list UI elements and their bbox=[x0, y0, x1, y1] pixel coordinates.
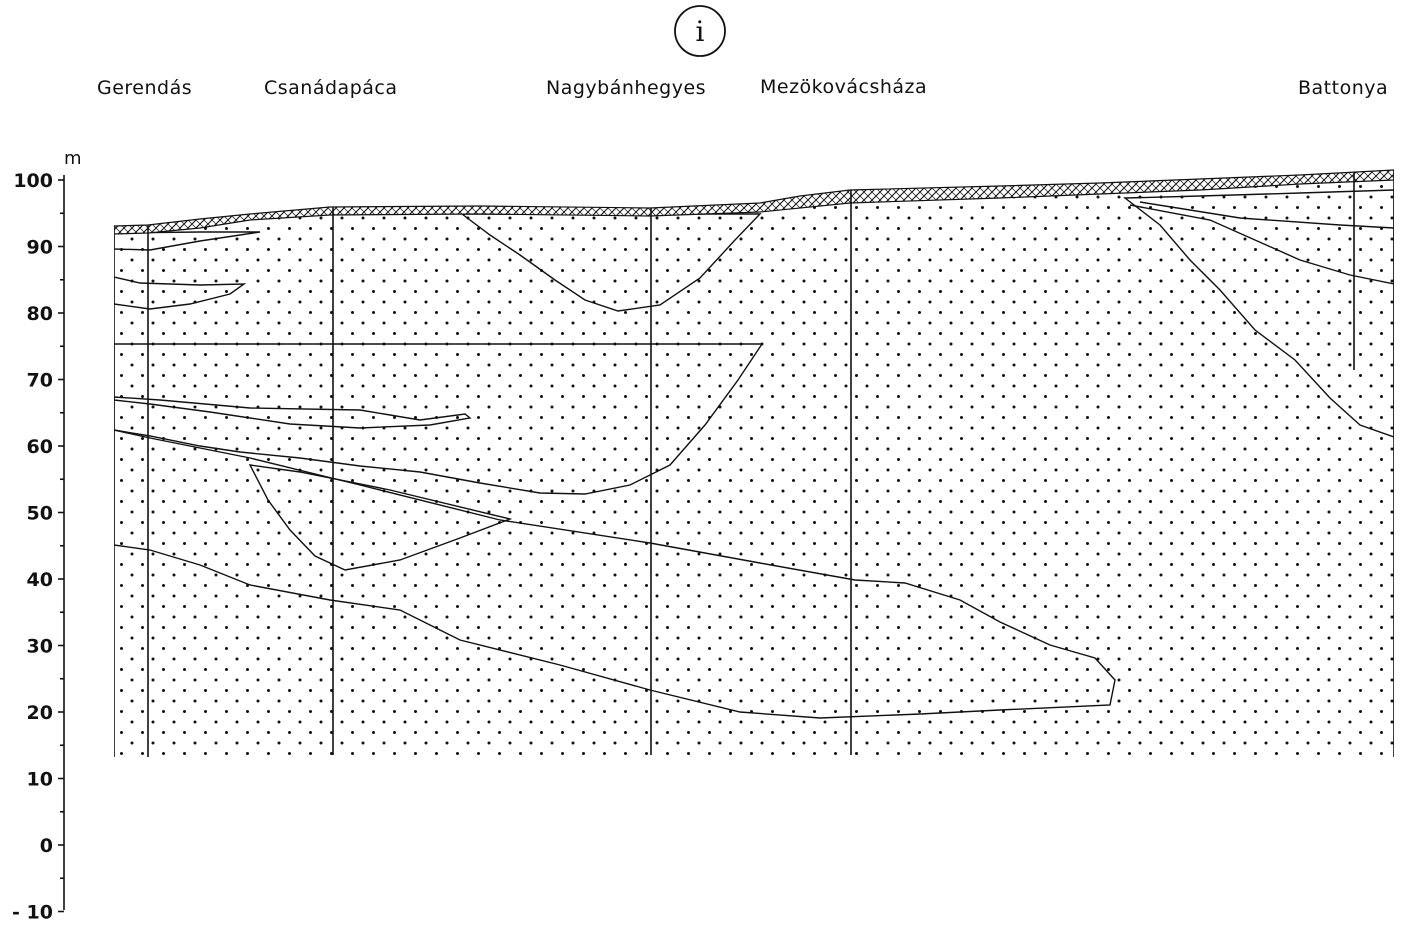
axis-tick-label: 80 bbox=[27, 303, 53, 325]
axis-tick-label: 70 bbox=[27, 370, 53, 392]
badge-letter: i bbox=[696, 15, 705, 48]
axis-tick-label: 90 bbox=[27, 237, 53, 259]
place-labels: Gerendás Csanádapáca Nagybánhegyes Mezök… bbox=[97, 76, 1388, 99]
axis-unit: m bbox=[64, 148, 82, 169]
section-badge: i bbox=[675, 6, 725, 56]
place-label-gerendas: Gerendás bbox=[97, 77, 192, 99]
axis-tick-label: 30 bbox=[27, 636, 53, 658]
axis-tick-label: - 10 bbox=[12, 902, 53, 924]
place-label-mezokovacshaza: Mezökovácsháza bbox=[760, 76, 927, 98]
axis-tick-label: 50 bbox=[27, 503, 53, 525]
axis-tick-label: 40 bbox=[27, 569, 53, 591]
sand-body bbox=[114, 172, 1394, 760]
axis-tick-label: 100 bbox=[13, 170, 53, 192]
axis-tick-label: 10 bbox=[27, 769, 53, 791]
place-label-nagybanhegyes: Nagybánhegyes bbox=[546, 77, 706, 99]
axis-tick-label: 0 bbox=[40, 835, 53, 857]
axis-tick-label: 20 bbox=[27, 702, 53, 724]
axis-tick-label: 60 bbox=[27, 436, 53, 458]
place-label-csanadapaca: Csanádapáca bbox=[264, 77, 398, 99]
place-label-battonya: Battonya bbox=[1298, 77, 1388, 99]
section-body bbox=[114, 170, 1394, 760]
